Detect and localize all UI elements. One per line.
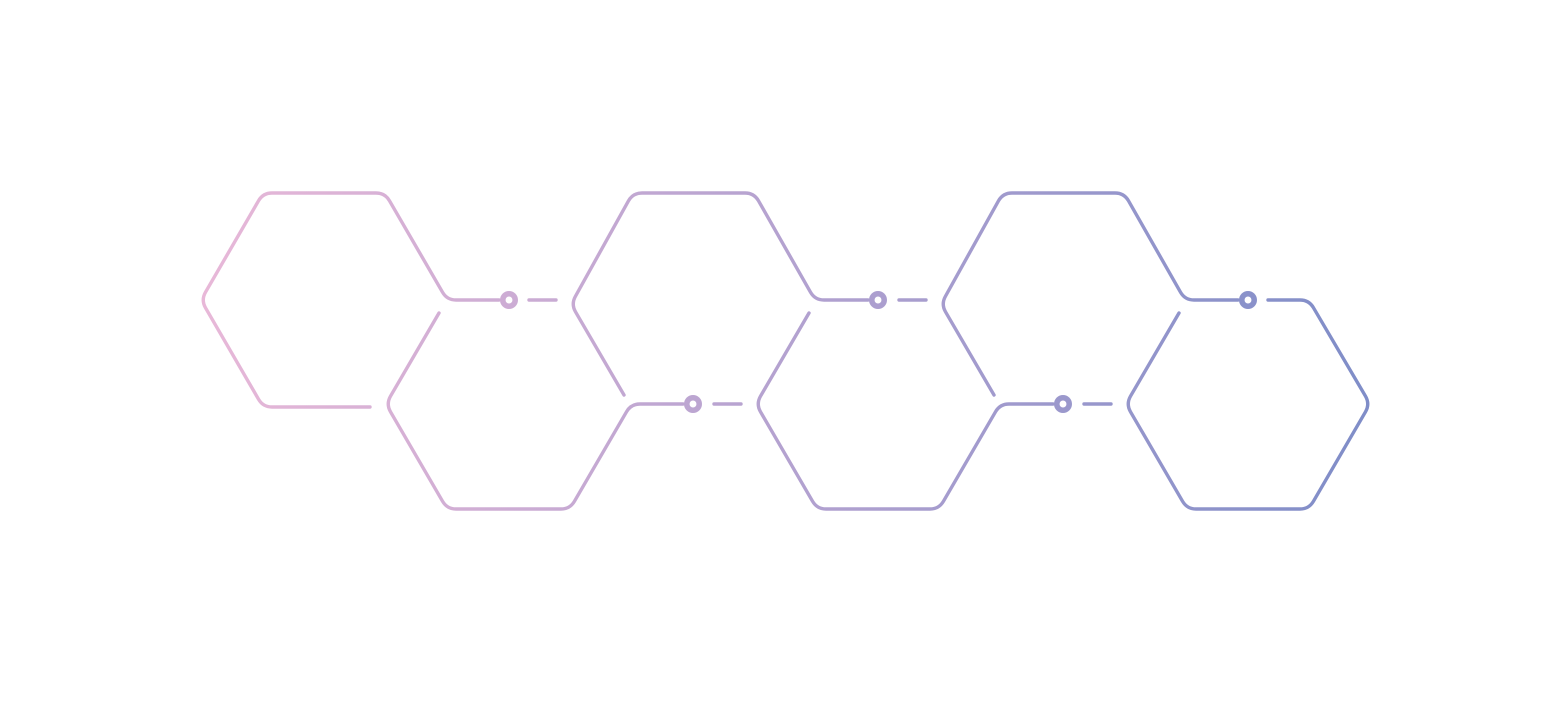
- connector-node-2: [684, 395, 702, 413]
- hexagon-2: [386, 311, 685, 511]
- hexagon-5: [941, 191, 1240, 397]
- hexagon-3: [571, 191, 870, 397]
- hexagon-1: [201, 191, 501, 409]
- connector-node-3: [869, 291, 887, 309]
- connector-node-4: [1054, 395, 1072, 413]
- connector-node-1: [500, 291, 518, 309]
- hexagon-4: [756, 311, 1055, 511]
- hexagon-6: [1126, 298, 1370, 511]
- connector-node-5: [1239, 291, 1257, 309]
